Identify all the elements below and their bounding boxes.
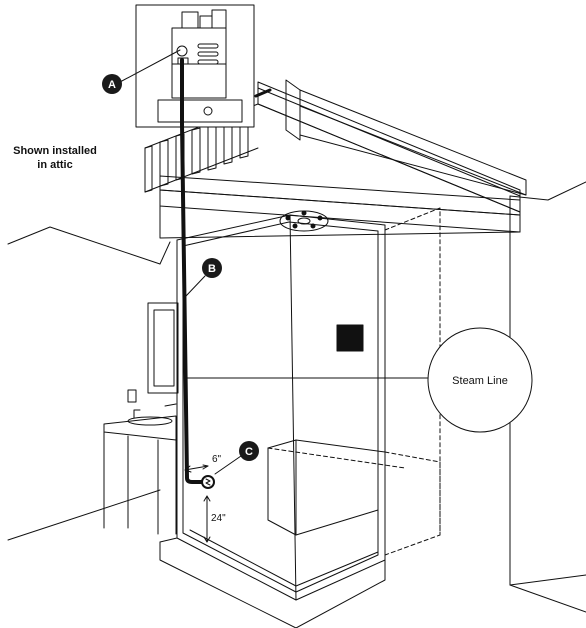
attic-caption-line2: in attic: [37, 159, 73, 171]
callout-b-label: B: [208, 263, 216, 275]
dimension-lines: [184, 464, 211, 543]
steam-line-pipe: [180, 58, 431, 484]
steam-outlet: [201, 475, 215, 489]
vanity: [103, 302, 179, 535]
steam-head: [279, 210, 329, 232]
attic-caption-line1: Shown installed: [13, 145, 97, 157]
dimension-6in-label: 6": [212, 454, 222, 465]
callout-b: B: [202, 258, 222, 278]
callout-c: C: [239, 441, 259, 461]
callout-a-label: A: [108, 79, 116, 91]
shower-enclosure: [159, 207, 441, 628]
callout-leaders: [119, 49, 242, 475]
callout-c-label: C: [245, 446, 253, 458]
steam-line-label: Steam Line: [452, 375, 508, 387]
attic-caption: Shown installed in attic: [0, 144, 110, 172]
steam-line-callout: Steam Line: [427, 327, 533, 433]
callout-a: A: [102, 74, 122, 94]
generator-inset: [135, 4, 255, 128]
control-panel: [336, 324, 364, 352]
dimension-24in-label: 24": [211, 513, 226, 524]
